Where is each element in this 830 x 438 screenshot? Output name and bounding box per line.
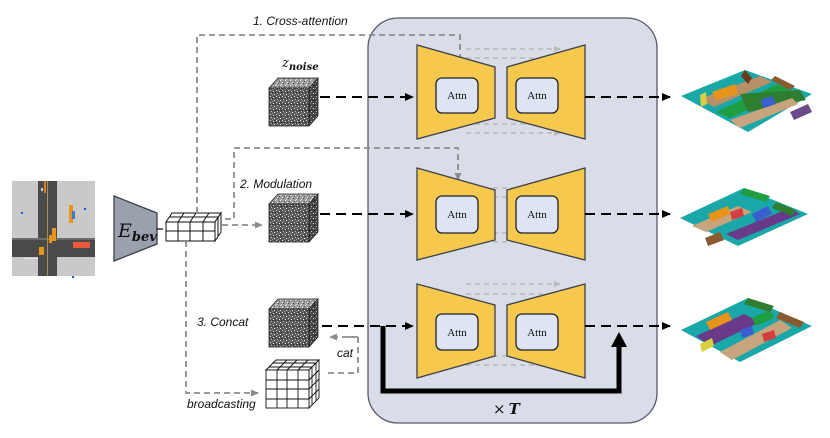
noise-cube-3 [268,297,319,349]
attn-label-enc-2: Attn [447,209,467,221]
output-scene-2 [680,188,808,246]
main-flow-arrows [320,93,671,330]
attn-label-enc-1: Attn [447,90,467,102]
noise-cube-2 [268,192,319,244]
condition-paths [185,34,464,397]
cross-attention-label: 1. Cross-attention [253,14,348,28]
broadcast-grid-cube [264,358,321,410]
bev-map-image [12,181,95,278]
attn-label-dec-3: Attn [527,327,547,339]
bev-encoder-label: Ebev [117,220,157,245]
cat-label: cat [337,346,354,360]
times-t-label: ×T [493,400,522,418]
unet-block-3: Attn Attn [416,283,586,379]
bev-encoder-block [113,195,158,262]
noise-cube-1 [268,76,319,128]
output-scene-1 [681,70,812,132]
attn-label-enc-3: Attn [447,327,467,339]
broadcasting-label: broadcasting [187,397,256,411]
attn-label-dec-1: Attn [527,90,547,102]
bev-feature-grid [165,211,222,243]
attn-label-dec-2: Attn [527,209,547,221]
modulation-label: 2. Modulation [239,177,312,191]
unet-block-2: Attn Attn [416,167,586,261]
output-scene-3 [681,298,812,362]
z-noise-label: znoise [281,56,319,73]
timestep-loop [380,326,627,394]
concat-label: 3. Concat [197,315,249,329]
unet-block-1: Attn Attn [416,44,586,140]
